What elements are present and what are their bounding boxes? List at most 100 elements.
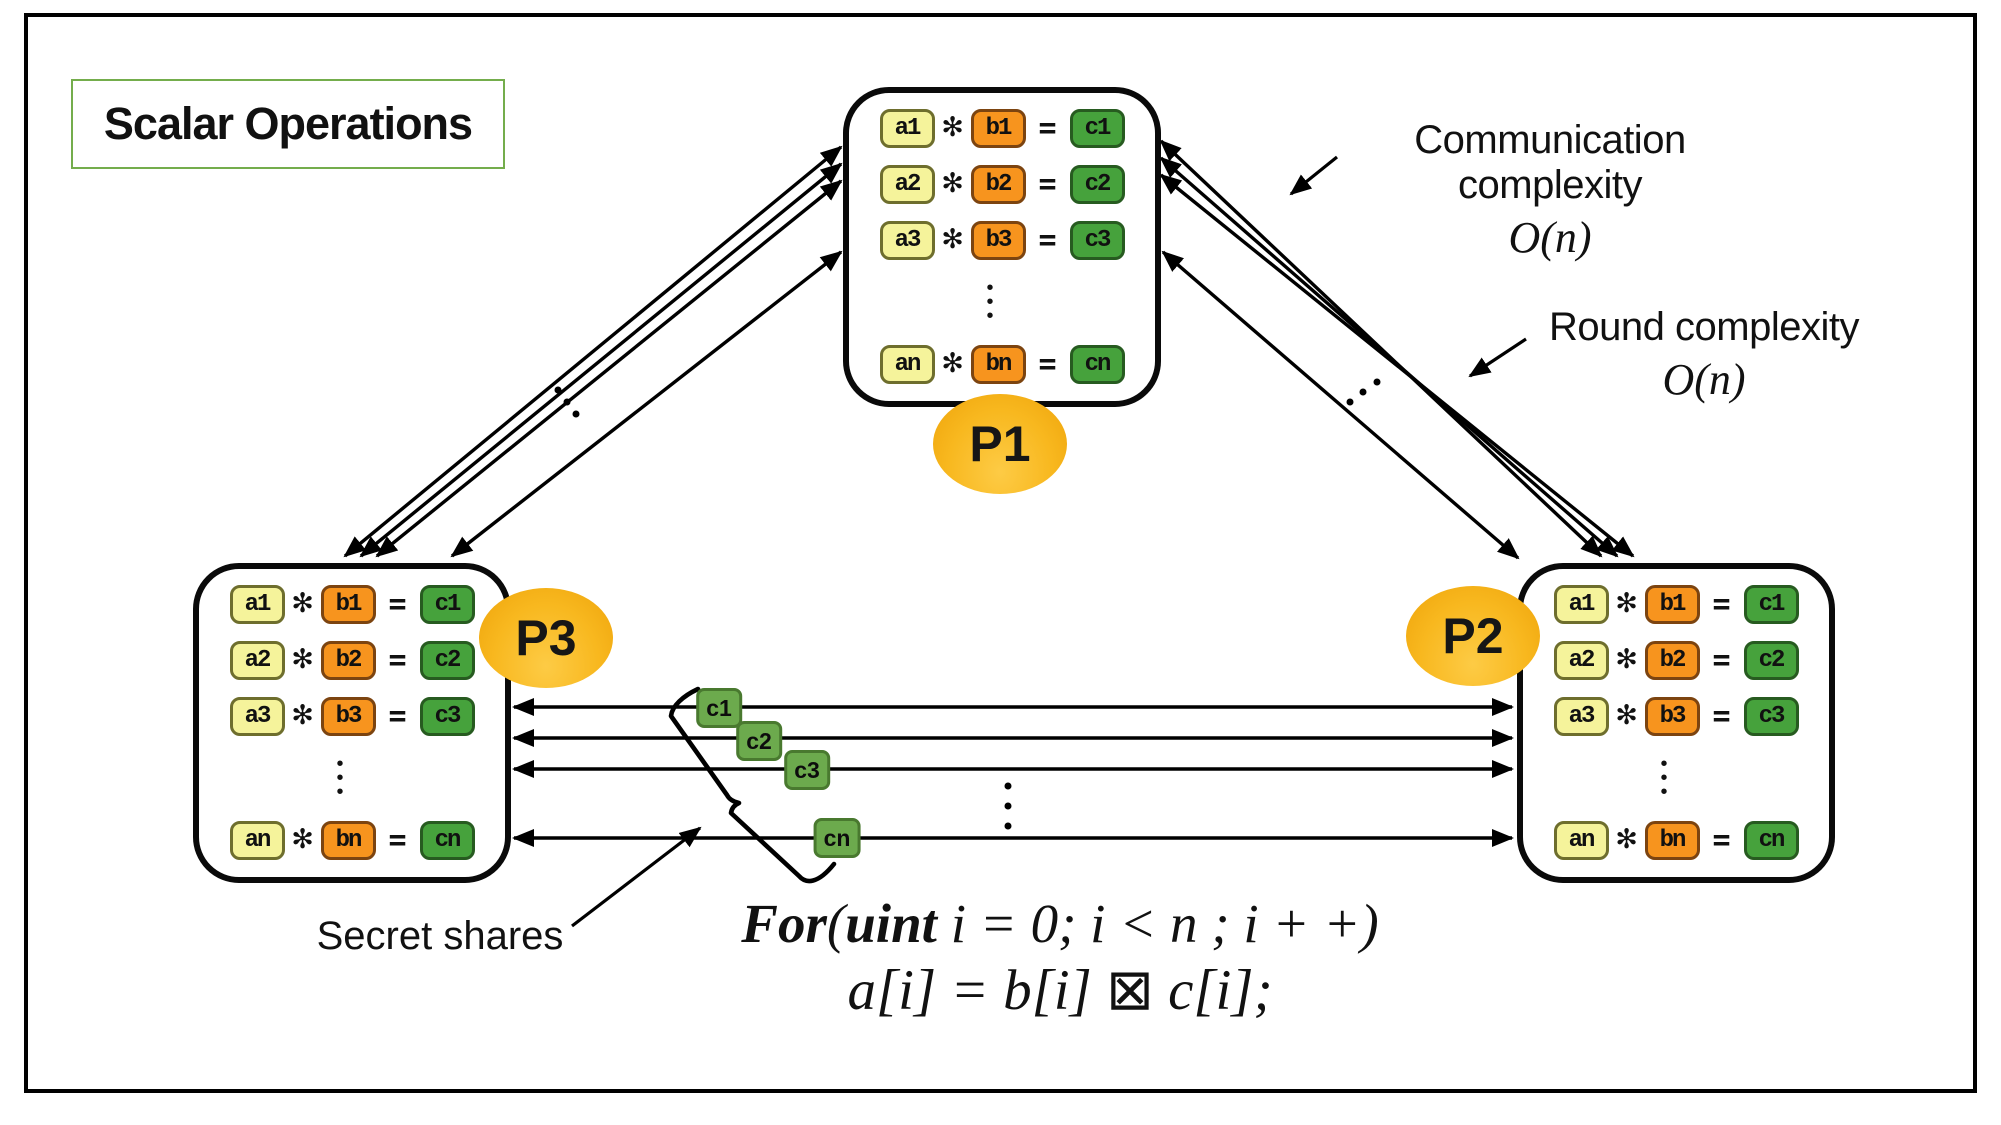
party-badge-p2: P2 [1406,586,1540,686]
equation-row: an ✻ bn = cn [849,344,1155,384]
secret-shares-label: Secret shares [316,914,564,958]
ellipsis-dot: • [336,780,344,803]
channel-label-cn: cn [813,818,861,858]
channel-label-c3: c3 [784,750,830,790]
multiply-operator: ✻ [941,348,964,379]
secret-shares-brace [668,686,837,884]
for-loop-line: For(uint i = 0; i < n ; i + +) [660,894,1460,954]
equation-row: a1 ✻ b1 = c1 [1523,584,1829,624]
p3-p2-ellipsis-dots [1004,782,1012,830]
share-c-chip: c1 [419,584,475,624]
equation-row: a2 ✻ b2 = c2 [849,164,1155,204]
multiply-operator: ✻ [291,588,314,619]
multiply-operator: ✻ [1615,644,1638,675]
equation-row: a3 ✻ b3 = c3 [849,220,1155,260]
equation-row: an ✻ bn = cn [199,820,505,860]
pseudocode-formula: For(uint i = 0; i < n ; i + +) a[i] = b[… [660,894,1460,1022]
vertical-ellipsis: • • • [187,752,493,804]
p1-p3-ellipsis-dots [554,386,580,418]
vertical-ellipsis: • • • [837,276,1143,328]
share-c-chip: c3 [1743,696,1799,736]
equals-sign: = [1712,586,1731,622]
ellipsis-dot: • [336,752,344,775]
party-label: P3 [515,610,577,666]
equals-sign: = [1038,166,1057,202]
share-c-chip: cn [1743,820,1799,860]
multiply-operator: ✻ [941,168,964,199]
p3-p2-arrows [512,698,1514,847]
loop-body-line: a[i] = b[i] ⊠ c[i]; [847,959,1273,1022]
share-b-chip: b3 [970,220,1026,260]
equation-row: a2 ✻ b2 = c2 [1523,640,1829,680]
party-badge-p3: P3 [479,588,613,688]
open-paren: ( [826,893,846,954]
ellipsis-dot: • [1660,752,1668,775]
share-a-chip: a3 [229,696,285,736]
share-b-chip: b2 [970,164,1026,204]
share-a-chip: a2 [1553,640,1609,680]
ellipsis-dot: • [986,290,994,313]
share-a-chip: a3 [1553,696,1609,736]
share-b-chip: bn [970,344,1026,384]
multiply-operator: ✻ [291,824,314,855]
channel-label-c2: c2 [736,721,782,761]
equals-sign: = [1712,698,1731,734]
share-a-chip: a1 [879,108,935,148]
ellipsis-dot: • [336,766,344,789]
party-badge-p1: P1 [933,394,1067,494]
equation-row: a2 ✻ b2 = c2 [199,640,505,680]
multiply-operator: ✻ [941,112,964,143]
equation-row: a1 ✻ b1 = c1 [849,108,1155,148]
round-complexity-value: O(n) [1662,355,1746,404]
equals-sign: = [1038,110,1057,146]
multiply-operator: ✻ [291,644,314,675]
share-a-chip: a2 [879,164,935,204]
equals-sign: = [388,642,407,678]
figure-border [24,13,1977,1093]
annotation-pointer-arrows [571,155,1527,928]
share-b-chip: b3 [1644,696,1700,736]
communication-complexity-value: O(n) [1508,213,1592,262]
ellipsis-dot: • [1660,766,1668,789]
share-c-chip: c2 [1069,164,1125,204]
equals-sign: = [388,698,407,734]
round-complexity-annotation: Round complexity O(n) [1528,305,1880,405]
party-card-p3: a1 ✻ b1 = c1 a2 ✻ b2 = c2 a3 ✻ b3 = c3 •… [193,563,511,883]
share-c-chip: c3 [419,696,475,736]
share-c-chip: c2 [1743,640,1799,680]
p1-p2-arrows [1159,139,1635,560]
title-box: Scalar Operations [71,79,505,169]
share-c-chip: c2 [419,640,475,680]
share-c-chip: c1 [1069,108,1125,148]
share-c-chip: cn [419,820,475,860]
ellipsis-dot: • [986,276,994,299]
share-b-chip: b2 [1644,640,1700,680]
equals-sign: = [388,822,407,858]
party-card-p2: a1 ✻ b1 = c1 a2 ✻ b2 = c2 a3 ✻ b3 = c3 •… [1517,563,1835,883]
share-b-chip: b1 [970,108,1026,148]
equals-sign: = [1712,642,1731,678]
share-a-chip: an [229,820,285,860]
share-c-chip: cn [1069,344,1125,384]
channel-label-c1: c1 [696,688,742,728]
for-keyword: For [741,893,827,954]
equals-sign: = [388,586,407,622]
equation-row: a1 ✻ b1 = c1 [199,584,505,624]
multiply-operator: ✻ [941,224,964,255]
equation-row: an ✻ bn = cn [1523,820,1829,860]
share-c-chip: c3 [1069,220,1125,260]
equals-sign: = [1038,222,1057,258]
multiply-operator: ✻ [1615,824,1638,855]
share-a-chip: a3 [879,220,935,260]
equals-sign: = [1038,346,1057,382]
share-b-chip: bn [1644,820,1700,860]
page-title: Scalar Operations [103,98,473,149]
share-a-chip: a1 [229,584,285,624]
party-label: P1 [969,416,1031,472]
share-a-chip: a1 [1553,584,1609,624]
share-a-chip: an [879,344,935,384]
p1-p3-arrows [343,145,843,558]
ellipsis-dot: • [1660,780,1668,803]
share-b-chip: b3 [320,696,376,736]
